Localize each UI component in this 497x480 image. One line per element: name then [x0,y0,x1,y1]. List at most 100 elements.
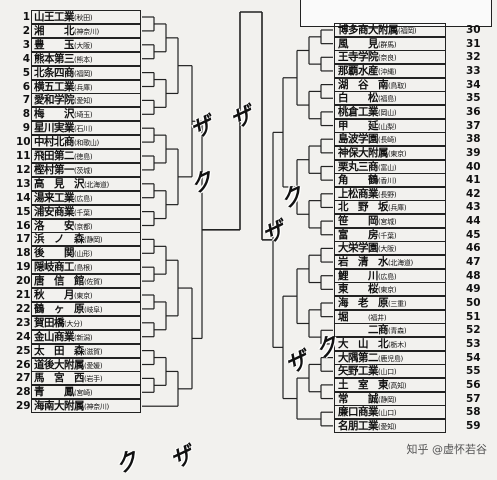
team-name: 秋 月 [34,289,75,301]
team-name: 東 桜 [338,283,379,296]
team-number: 22 [16,302,31,315]
team-name: 土 室 東 [338,378,389,391]
team-number: 30 [466,24,481,36]
team-entry: 湖 谷 南(鳥取) [338,78,407,92]
team-prefecture: (兵庫) [74,83,93,92]
team-name-box [31,343,141,358]
team-name: 愛和学院 [34,94,75,107]
team-name-box [31,385,141,400]
team-entry: 栗丸三商(富山) [338,161,397,174]
team-number: 29 [16,400,31,413]
team-entry: 矢野工業(山口) [338,365,397,378]
team-prefecture: (三重) [388,300,407,308]
team-entry: 大隅第二(鹿児島) [338,352,403,365]
team-number: 51 [466,310,481,323]
team-entry: 後 関(山形) [34,247,93,260]
team-name: 湖 谷 南 [338,78,389,91]
team-entry: 鶴 ヶ 原(岐阜) [34,303,103,316]
team-entry: 高 見 沢(北海道) [34,178,109,191]
team-name-box [334,200,446,215]
team-prefecture: (岩手) [84,375,103,384]
team-prefecture: (茨城) [74,166,93,175]
team-name: 洛 安 [34,219,75,232]
team-name-box [31,204,141,219]
team-entry: 桃倉工業(岡山) [338,106,397,119]
team-number: 27 [16,372,31,385]
team-entry: 北条四商(福岡) [34,67,93,80]
team-entry: 太 田 森(滋賀) [34,345,103,358]
team-number: 9 [22,122,30,135]
team-entry: 神保大附属(東京) [338,146,407,160]
team-prefecture: (高知) [388,381,407,390]
team-number: 58 [466,406,481,419]
team-prefecture: (京都) [74,222,93,231]
team-prefecture: (埼玉) [74,111,93,120]
team-name-box [31,65,141,80]
team-entry: 道後大附属(愛媛) [34,359,103,372]
team-entry: 豊 玉(大阪) [34,39,93,52]
team-prefecture: (宮城) [378,218,397,227]
team-number: 54 [466,351,481,364]
team-name-box [31,107,141,122]
team-name: 鯉 川 [338,269,379,282]
team-prefecture: (新潟) [74,333,93,342]
team-number: 11 [16,150,31,162]
team-name: 馬 宮 西 [34,372,85,385]
team-name: 富 房 [338,228,379,241]
team-entry: 海南大附属(神奈川) [34,400,109,413]
team-number: 40 [466,160,481,173]
team-entry: 廉口商業(山口) [338,406,397,419]
team-entry: 梅 沢(埼玉) [34,108,93,121]
team-name-box [334,186,446,201]
team-name-box [334,391,446,406]
team-number: 42 [466,187,481,200]
team-number: 52 [466,324,481,337]
team-entry: 浜 ノ 森(静岡) [34,233,103,246]
team-name: 中村北商 [34,136,75,149]
team-number: 28 [16,386,31,399]
team-name: 唐 信 館 [34,275,85,288]
team-entry: 賀田橋(大分) [34,316,83,330]
team-name: 廉口商業 [338,406,379,419]
team-name-box [334,268,446,283]
team-prefecture: (山口) [378,409,397,418]
team-name-box [31,274,141,289]
team-name-box [334,159,446,174]
team-name-box [31,246,141,261]
team-name-box [31,399,141,414]
team-entry: 那覇水産(沖縄) [338,64,397,78]
team-prefecture: (長崎) [378,136,397,145]
team-prefecture: (栃木) [388,340,407,349]
team-name-box [334,350,446,365]
team-entry: 北 野 坂(兵庫) [338,201,407,214]
team-prefecture: (宮崎) [74,389,93,398]
team-name: 岩 清 水 [338,256,389,269]
team-entry: 大 山 北(栃木) [338,338,407,351]
team-name-box [334,241,446,256]
team-name-box [31,121,141,136]
team-name-box [31,288,141,302]
team-name-box [31,79,141,94]
team-entry: 飛田第二(徳島) [34,150,93,163]
team-prefecture: (愛知) [74,97,93,106]
team-number: 13 [16,177,31,190]
team-name: 湘 北 [34,24,75,37]
team-entry: 唐 信 館(佐賀) [34,275,103,288]
team-name: 角 鶴 [338,174,379,187]
team-entry: 大栄学園(大阪) [338,242,397,255]
team-number: 10 [16,136,31,149]
team-name: 賀田橋 [34,316,65,329]
team-number: 20 [16,275,31,288]
team-entry: 富 房(千葉) [338,228,397,242]
team-entry: 隠岐商工(島根) [34,261,93,274]
team-name: 那覇水産 [338,64,379,77]
team-name: 神保大附属 [338,146,389,159]
team-number: 19 [16,261,31,274]
team-name: 海 老 原 [338,297,389,309]
team-number: 46 [466,242,481,255]
team-name: 樫村第一 [34,163,75,176]
team-name-box [31,190,141,205]
team-name-box [334,63,446,78]
team-name: 名朋工業 [338,419,379,432]
